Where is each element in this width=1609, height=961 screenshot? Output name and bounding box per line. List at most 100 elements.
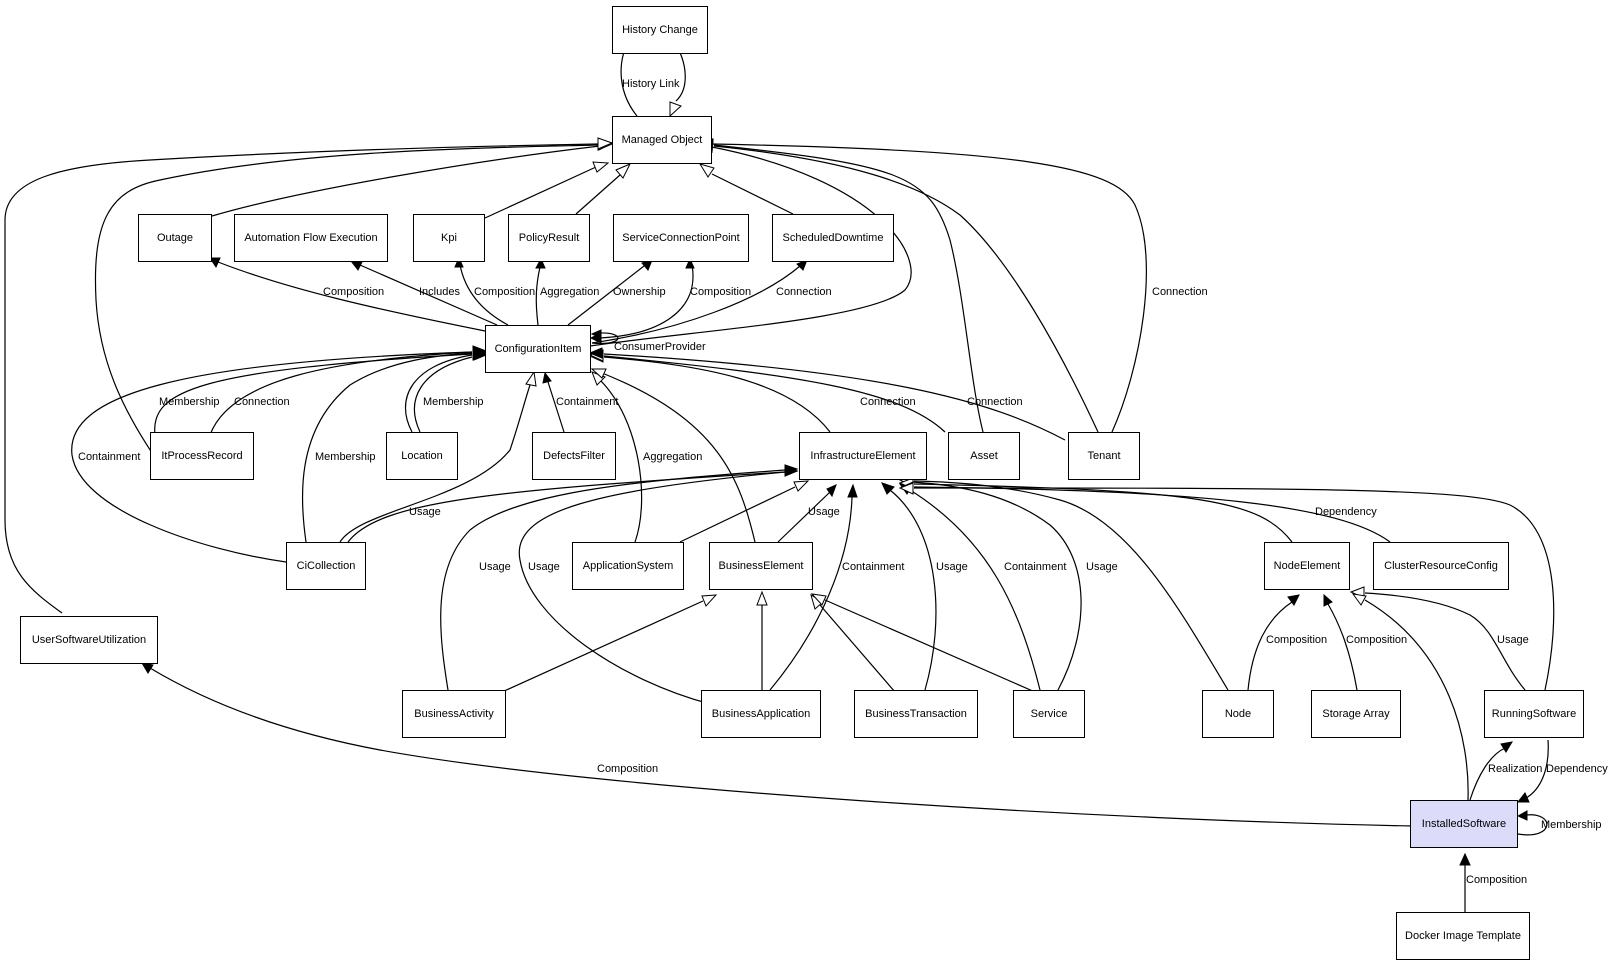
node-service-connection-point[interactable]: ServiceConnectionPoint — [613, 214, 749, 262]
arrow-head-hollow — [669, 101, 682, 118]
edge-nodeelement-ie — [913, 483, 1293, 543]
arrow-head-filled — [1500, 741, 1513, 753]
edge-rs-ie — [913, 487, 1555, 691]
node-policy-result[interactable]: PolicyResult — [508, 214, 590, 262]
edge-asset-ci — [603, 355, 946, 433]
edge-cicollection-ci-containment — [71, 351, 473, 563]
edge-ba-be — [501, 600, 704, 693]
edge-label: Connection — [1152, 286, 1208, 298]
diagram-edges — [4, 28, 1555, 912]
edge-label: Includes — [419, 286, 460, 298]
arrow-head-filled — [847, 483, 858, 498]
node-docker-image-template[interactable]: Docker Image Template — [1396, 912, 1530, 960]
edge-labels: History Link Composition Includes Compos… — [78, 78, 1608, 886]
node-kpi[interactable]: Kpi — [413, 214, 485, 262]
edge-location-ci-a — [404, 354, 473, 433]
edge-outage-managed-object — [211, 145, 601, 217]
node-service[interactable]: Service — [1013, 690, 1085, 738]
edge-label: Containment — [556, 396, 618, 408]
arrow-head-filled — [796, 259, 808, 271]
edge-appsys-ie — [679, 486, 796, 543]
node-user-software-utilization[interactable]: UserSoftwareUtilization — [20, 616, 158, 664]
node-storage-array[interactable]: Storage Array — [1311, 690, 1401, 738]
arrow-head-filled — [826, 484, 837, 498]
arrow-head-hollow — [898, 482, 914, 495]
arrow-head-filled — [1287, 594, 1300, 606]
node-running-software[interactable]: RunningSoftware — [1484, 690, 1584, 738]
node-automation-flow-execution[interactable]: Automation Flow Execution — [234, 214, 388, 262]
node-business-activity[interactable]: BusinessActivity — [402, 690, 506, 738]
node-scheduled-downtime[interactable]: ScheduledDowntime — [772, 214, 894, 262]
node-node-element[interactable]: NodeElement — [1264, 542, 1350, 590]
arrow-head-hollow — [701, 594, 718, 607]
arrow-head-filled — [535, 257, 546, 269]
edge-label: Membership — [1541, 819, 1602, 831]
edge-tenant-managed-object — [713, 145, 1099, 433]
node-cluster-resource-config[interactable]: ClusterResourceConfig — [1373, 542, 1509, 590]
node-history-change[interactable]: History Change — [612, 6, 708, 54]
edge-ci-scp-composition — [599, 264, 694, 339]
node-business-transaction[interactable]: BusinessTransaction — [854, 690, 978, 738]
edge-bt-ie-usage — [889, 489, 937, 691]
arrow-head-filled — [209, 257, 221, 269]
edge-label: Connection — [234, 396, 290, 408]
arrow-head-filled — [1459, 852, 1471, 866]
node-defects-filter[interactable]: DefectsFilter — [532, 432, 616, 480]
arrow-head-filled — [542, 371, 552, 384]
edge-consumer-provider — [591, 332, 619, 345]
edge-is-rs-realization — [1469, 747, 1506, 801]
node-node[interactable]: Node — [1202, 690, 1274, 738]
edge-label: Usage — [479, 561, 511, 573]
node-infrastructure-element[interactable]: InfrastructureElement — [799, 432, 927, 480]
edge-asset-managed-object — [713, 144, 984, 433]
edge-ci-scp-ownership — [567, 265, 645, 326]
edge-label: Usage — [409, 506, 441, 518]
node-it-process-record[interactable]: ItProcessRecord — [150, 432, 254, 480]
node-business-application[interactable]: BusinessApplication — [701, 690, 821, 738]
edge-node-nodeelement — [1247, 601, 1293, 691]
node-ci-collection[interactable]: CiCollection — [286, 542, 366, 590]
edge-rs-nodeelement — [1364, 592, 1526, 691]
edge-node-ie — [913, 480, 1229, 691]
node-business-element[interactable]: BusinessElement — [709, 542, 813, 590]
node-configuration-item[interactable]: ConfigurationItem — [485, 325, 591, 373]
node-managed-object[interactable]: Managed Object — [612, 116, 712, 164]
edge-label: Connection — [776, 286, 832, 298]
arrow-head-filled — [881, 482, 895, 495]
edge-label: Ownership — [613, 286, 666, 298]
edge-label: Connection — [860, 396, 916, 408]
edge-label: Usage — [936, 561, 968, 573]
edge-label: Usage — [1086, 561, 1118, 573]
edge-label: Aggregation — [540, 286, 599, 298]
edge-ci-kpi — [459, 264, 509, 326]
arrow-head-filled — [784, 466, 799, 477]
edge-ci-sd — [591, 265, 801, 344]
edge-bt-be — [819, 604, 896, 693]
edge-be-ie-usage — [777, 491, 831, 543]
node-installed-software[interactable]: InstalledSoftware — [1410, 800, 1518, 848]
node-application-system[interactable]: ApplicationSystem — [572, 542, 684, 590]
node-location[interactable]: Location — [386, 432, 458, 480]
edge-label: Composition — [690, 286, 751, 298]
edge-label: Composition — [1346, 634, 1407, 646]
arrow-head-hollow — [597, 137, 614, 150]
edge-label: Connection — [967, 396, 1023, 408]
edge-label: Usage — [1497, 634, 1529, 646]
edge-storage-nodeelement — [1327, 603, 1358, 691]
edge-defects-ci — [547, 381, 565, 433]
edge-ci-managed-object — [589, 146, 912, 347]
node-tenant[interactable]: Tenant — [1068, 432, 1140, 480]
arrow-head-hollow — [1351, 593, 1367, 606]
edge-itpr-managed-object — [94, 144, 599, 463]
edge-label: Containment — [842, 561, 904, 573]
node-outage[interactable]: Outage — [138, 214, 212, 262]
node-asset[interactable]: Asset — [948, 432, 1020, 480]
edge-location-ci-b — [413, 356, 473, 433]
edge-label: ConsumerProvider — [614, 341, 706, 353]
edge-label: Membership — [159, 396, 220, 408]
edge-cicollection-ci-generalization — [339, 384, 531, 543]
arrow-head-filled — [590, 329, 602, 339]
edge-label: Usage — [808, 506, 840, 518]
arrow-head-hollow — [793, 480, 810, 492]
